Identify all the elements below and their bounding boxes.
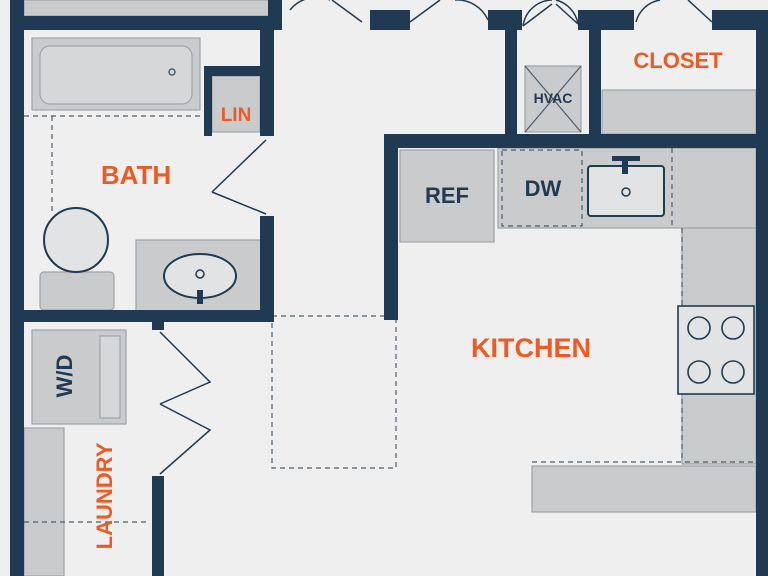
bath-door-leaf-2 (211, 191, 267, 215)
closet-door-arc-2 (687, 0, 713, 23)
hvac-door-arc-1 (522, 0, 553, 27)
washer-dryer-label: W/D (52, 355, 77, 398)
washer-dryer-panel (99, 335, 121, 419)
wall-bath-bottom (10, 310, 274, 322)
linen-label: LIN (221, 105, 252, 126)
walls (10, 0, 768, 576)
wall-top-stub-3 (488, 10, 522, 30)
bath-label: BATH (101, 160, 171, 190)
bathtub-inner (39, 45, 193, 105)
kitchen-sink (587, 156, 665, 217)
toilet-tank (39, 271, 115, 311)
dashed-walkway (271, 315, 397, 469)
closet-shelf (601, 89, 757, 135)
wall-laundry-right-top (152, 316, 164, 330)
wall-kitchen-left (384, 134, 398, 320)
wall-hvac-right (589, 26, 601, 136)
closet-label: CLOSET (633, 48, 723, 73)
laundry-bifold-2 (159, 403, 212, 475)
cooktop (677, 305, 755, 395)
dishwasher-label: DW (525, 176, 562, 201)
room-labels: BATH LIN CLOSET HVAC KITCHEN LAUNDRY REF… (52, 48, 723, 549)
wall-top-stub-4 (578, 10, 634, 30)
wall-left-exterior (10, 0, 24, 576)
hvac-door-arc-2 (555, 0, 579, 25)
top-door-arc-1 (289, 0, 330, 11)
wall-right-exterior (756, 10, 768, 576)
fixtures (23, 0, 757, 576)
kitchen-label: KITCHEN (471, 333, 591, 363)
hvac-door-leaf-2 (555, 3, 579, 25)
bath-sink (163, 253, 237, 304)
top-door-arc-3 (409, 0, 441, 23)
wall-bath-right-upper (260, 26, 274, 136)
wall-linen-top (204, 66, 266, 76)
kitchen-bottom-counter (531, 465, 757, 513)
wall-laundry-right-bottom (152, 476, 164, 576)
wall-top-header (10, 16, 282, 30)
hvac-door-leaf-1 (522, 3, 553, 27)
top-door-arc-4 (455, 0, 489, 21)
wall-linen-left (204, 66, 212, 136)
dishwasher-outline (501, 149, 583, 227)
wall-bath-right-lower (260, 216, 274, 320)
top-door-arc-2 (331, 0, 363, 23)
doors (159, 0, 713, 475)
refrigerator-label: REF (425, 183, 469, 208)
wall-top-stub-5 (712, 10, 758, 30)
top-left-cabinet (23, 0, 271, 17)
laundry-shelf (23, 427, 65, 576)
refrigerator (399, 149, 495, 243)
closet-door-arc-1 (635, 0, 661, 23)
hvac-label: HVAC (534, 90, 573, 106)
wall-kitchen-top (384, 134, 768, 148)
tub-drain (168, 68, 176, 76)
wall-hvac-left (505, 26, 517, 136)
bath-door-leaf (211, 139, 267, 193)
hvac-cross (524, 65, 582, 133)
wall-top-stub-1 (268, 0, 282, 30)
laundry-bifold-1 (159, 331, 212, 405)
toilet (43, 207, 109, 273)
wall-top-stub-2 (370, 10, 410, 30)
laundry-label: LAUNDRY (92, 442, 117, 549)
